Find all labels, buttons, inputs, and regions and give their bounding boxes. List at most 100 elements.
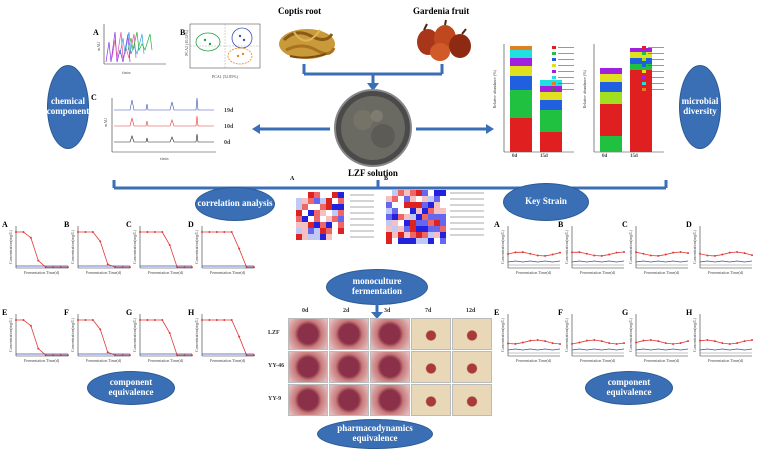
lzf-solution-label: LZF solution xyxy=(348,168,398,178)
series-point xyxy=(176,266,179,269)
series-point xyxy=(649,339,652,342)
micro-left-xtick-15d: 15d xyxy=(540,154,548,159)
series-line xyxy=(78,319,130,356)
heatmap-cell xyxy=(410,226,416,232)
heatmap-cell xyxy=(392,238,398,244)
series-point xyxy=(721,342,724,345)
chart-ylabel: Concentration(mg/L) xyxy=(692,230,697,264)
chart-xlabel: Fermentation Time(d) xyxy=(86,270,122,275)
micro-left-ylabel: Relative abundance (%) xyxy=(492,70,497,109)
heatmap-cell xyxy=(314,228,320,234)
chart-xlabel: Fermentation Time(d) xyxy=(708,358,744,363)
chart-ylabel: Concentration(mg/L) xyxy=(564,318,569,352)
heatmap-cell xyxy=(392,196,398,202)
pharmaco-photo xyxy=(452,351,492,383)
series-point xyxy=(600,254,603,257)
series-point xyxy=(642,339,645,342)
heatmap-cell xyxy=(428,196,434,202)
pharmaco-photo xyxy=(452,384,492,416)
chart-xlabel: Fermentation Time(d) xyxy=(580,270,616,275)
coptis-label: Coptis root xyxy=(278,6,322,16)
series-point xyxy=(728,342,731,345)
series-point xyxy=(29,324,32,327)
series-line xyxy=(571,348,625,351)
series-line xyxy=(699,348,753,351)
micro-right-xtick-0d: 0d xyxy=(602,154,608,159)
series-point xyxy=(106,351,109,354)
microbial-diversity-oval: microbial diversity xyxy=(680,66,720,148)
heatmap-cell xyxy=(338,198,344,204)
heatmap-cell xyxy=(386,208,392,214)
series-point xyxy=(529,252,532,255)
series-point xyxy=(201,231,203,233)
series-point xyxy=(59,354,62,357)
series-point xyxy=(743,252,746,255)
line-chart-svg xyxy=(77,314,131,357)
heatmap-cell xyxy=(296,216,302,222)
heatmap-cell xyxy=(392,226,398,232)
series-point xyxy=(52,266,55,269)
series-point xyxy=(114,354,117,357)
series-point xyxy=(736,251,739,254)
series-point xyxy=(521,251,524,254)
series-point xyxy=(22,231,25,233)
series-line xyxy=(78,231,130,268)
series-point xyxy=(559,251,561,254)
series-point xyxy=(706,254,709,257)
chart-ylabel: Concentration(mg/L) xyxy=(692,318,697,352)
heatmap-cell xyxy=(338,234,344,240)
series-point xyxy=(245,354,248,357)
heatmap-cell xyxy=(428,202,434,208)
chem-c-xlabel: t/min xyxy=(160,156,169,161)
heatmap-cell xyxy=(386,238,392,244)
heatmap-cell xyxy=(338,222,344,228)
heatmap-cell xyxy=(398,208,404,214)
series-line xyxy=(507,260,561,263)
heatmap-cell xyxy=(326,210,332,216)
chart-xlabel: Fermentation Time(d) xyxy=(580,358,616,363)
series-point xyxy=(37,347,40,350)
heatmap-cell xyxy=(308,198,314,204)
series-point xyxy=(121,354,124,357)
pharmaco-col-label: 3d xyxy=(384,308,391,314)
series-line xyxy=(507,348,561,351)
pharmaco-photo xyxy=(288,351,328,383)
series-point xyxy=(67,354,69,357)
series-line xyxy=(571,260,625,263)
chart-ylabel: Concentration(mg/L) xyxy=(132,318,137,352)
series-point xyxy=(657,254,660,257)
heatmap-cell xyxy=(434,238,440,244)
heatmap-cell xyxy=(404,232,410,238)
heatmap-cell xyxy=(386,214,392,220)
chart-xlabel: Fermentation Time(d) xyxy=(708,270,744,275)
heatmap-cell xyxy=(434,202,440,208)
heatmap-cell xyxy=(404,226,410,232)
chart-xlabel: Fermentation Time(d) xyxy=(148,270,184,275)
series-point xyxy=(571,342,573,345)
heatmap-a xyxy=(296,192,344,240)
chem-panel-c-label: C xyxy=(91,93,97,102)
gardenia-label: Gardenia fruit xyxy=(413,6,470,16)
series-line xyxy=(16,319,68,356)
heatmap-cell xyxy=(410,220,416,226)
heatmap-cell xyxy=(320,234,326,240)
line-chart-svg xyxy=(139,314,193,357)
heatmap-cell xyxy=(404,238,410,244)
series-point xyxy=(77,319,79,321)
series-point xyxy=(183,266,186,269)
chart-xlabel: Fermentation Time(d) xyxy=(516,358,552,363)
series-point xyxy=(139,231,141,233)
line-chart-svg xyxy=(77,226,131,269)
chart-xlabel: Fermentation Time(d) xyxy=(210,270,246,275)
heatmap-cell xyxy=(398,220,404,226)
chart-ylabel: Concentration(mg/L) xyxy=(132,230,137,264)
series-point xyxy=(529,339,532,342)
heatmap-cell xyxy=(398,238,404,244)
series-line xyxy=(202,319,254,356)
chem-b-xlabel: PCA1 (52.85%) xyxy=(212,74,238,79)
